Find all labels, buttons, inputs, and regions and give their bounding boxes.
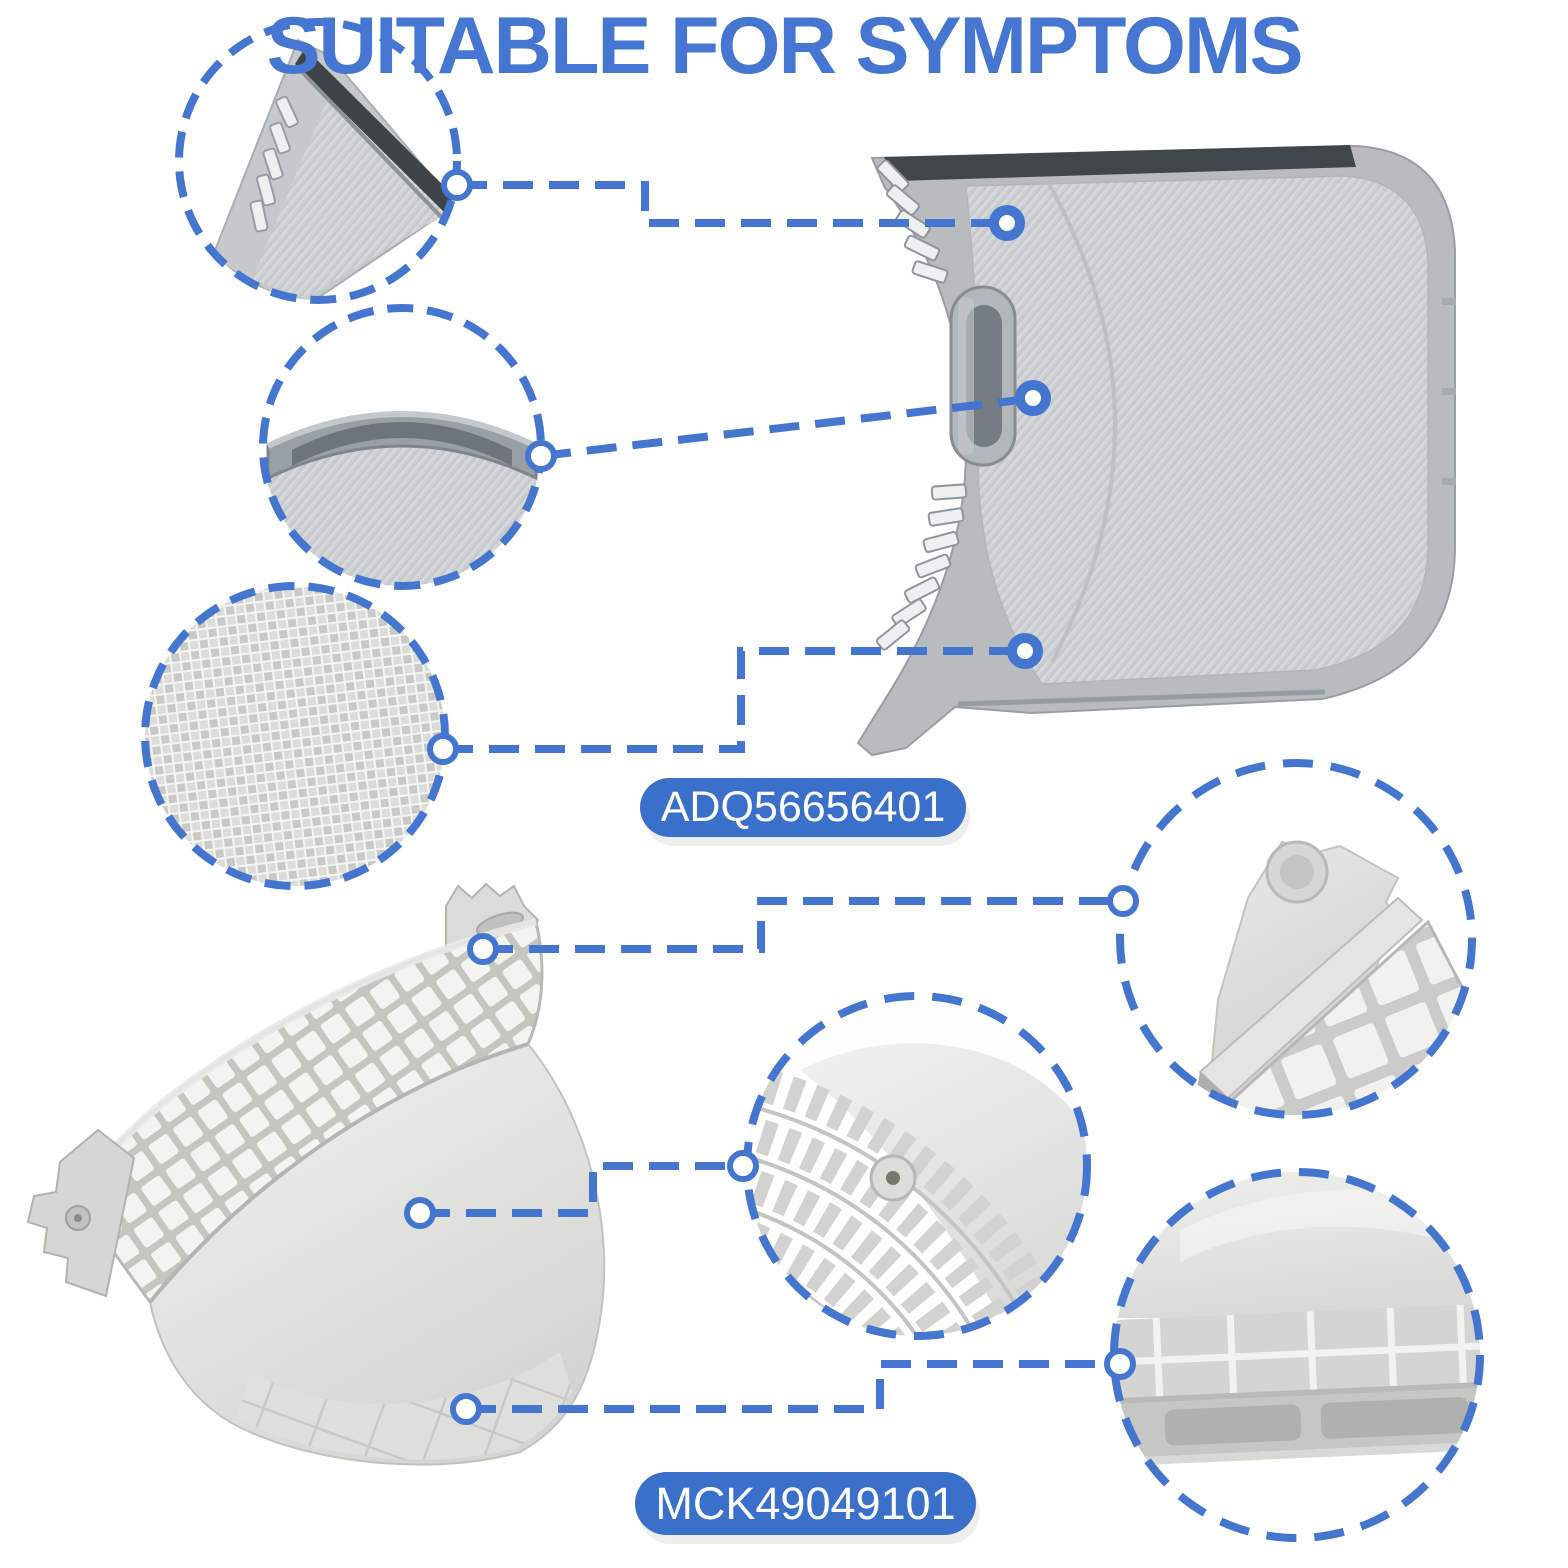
screen-top-rail: [884, 145, 1356, 181]
callout-anchor-nodes-bottom: [404, 885, 1139, 1425]
callout-hinge-detail: [1116, 759, 1476, 1119]
callout-bottom-frame-detail: [1110, 1168, 1484, 1542]
part-number-badge-adq: ADQ56656401: [640, 778, 966, 837]
lint-cover-photo: [26, 882, 606, 1466]
callout-grille-detail: [743, 992, 1091, 1340]
callout-corner-detail: [175, 18, 461, 304]
screen-upper-ladder: [876, 159, 949, 284]
callout-mesh-texture: [141, 582, 449, 890]
page-title: SUITABLE FOR SYMPTOMS: [266, 1, 1303, 91]
screen-lower-ladder: [875, 483, 968, 651]
callout-leader-lines-top: [443, 181, 1030, 753]
callout-leader-lines-bottom: [420, 897, 1119, 1413]
screen-handle: [949, 285, 1017, 467]
callout-handle-detail: [259, 304, 545, 590]
lint-screen-photo: [856, 144, 1456, 757]
part-number-badge-mck: MCK49049101: [635, 1472, 976, 1535]
dashed-callout-ring: [175, 18, 461, 304]
callout-anchor-nodes-top: [427, 169, 1051, 765]
dashed-callout-ring: [1116, 759, 1476, 1119]
dashed-callout-ring: [1110, 1168, 1484, 1542]
